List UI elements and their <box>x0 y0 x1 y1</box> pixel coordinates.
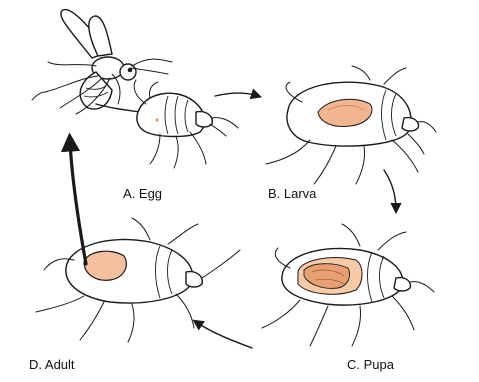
aphid-with-larva-icon <box>266 66 436 184</box>
aphid-mummy-with-pupa-icon <box>262 224 434 346</box>
cycle-arrow-icon-egg-to-larva <box>215 93 258 96</box>
stage-label-adult: D. Adult <box>29 357 75 372</box>
cycle-arrow-icon-adult-to-egg <box>70 142 86 264</box>
cycle-arrow-icon-pupa-to-adult <box>196 322 252 348</box>
stage-label-egg: A. Egg <box>123 186 162 201</box>
stage-label-pupa: C. Pupa <box>347 357 394 372</box>
aphid-mummy-exit-hole-icon <box>36 218 240 342</box>
stage-label-larva: B. Larva <box>268 186 316 201</box>
cycle-arrow-icon-larva-to-pupa <box>384 170 396 210</box>
aphid-icon <box>134 80 238 168</box>
